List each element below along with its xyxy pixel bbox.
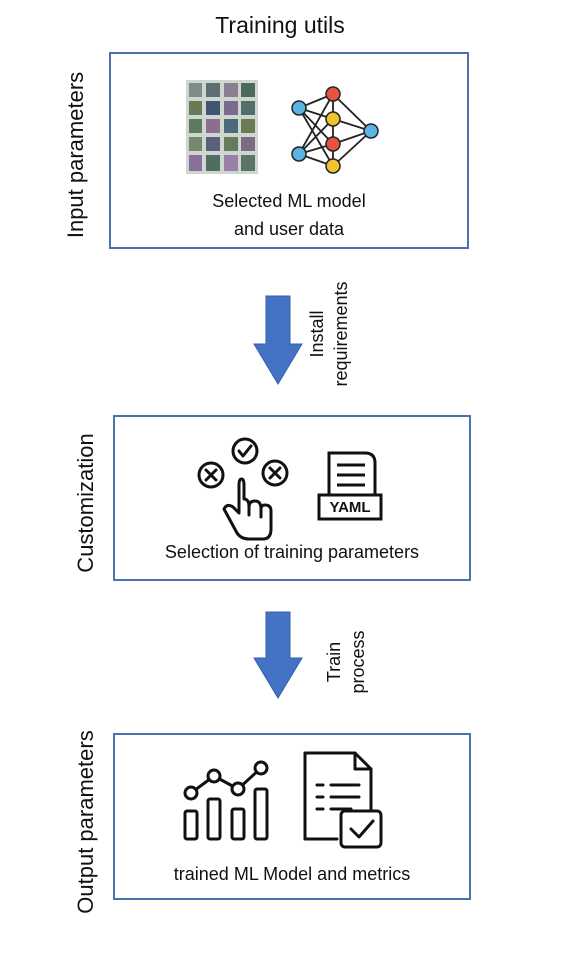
output-text: trained ML Model and metrics — [173, 864, 411, 884]
input-text-line2: and user data — [233, 219, 345, 239]
input-parameters-label: Input parameters — [63, 71, 88, 239]
customization-box: YAML Selection of training parameters — [113, 415, 471, 581]
input-box: Selected ML model and user data — [109, 52, 469, 249]
train-process-label: Train process — [324, 630, 368, 694]
image-grid-icon — [186, 80, 258, 174]
yaml-file-icon — [317, 451, 383, 521]
yaml-label: YAML — [329, 499, 371, 516]
install-requirements-label: Install requirements — [307, 281, 351, 387]
bar-line-chart-icon — [183, 760, 269, 841]
neural-network-icon — [291, 86, 379, 174]
output-box: trained ML Model and metrics — [113, 733, 471, 900]
input-text-line1: Selected ML model — [212, 191, 366, 211]
selection-hand-icon — [197, 437, 289, 541]
down-arrow-2 — [253, 611, 303, 699]
customization-text: Selection of training parameters — [164, 542, 420, 562]
diagram-title: Training utils — [215, 12, 345, 38]
report-check-icon — [303, 751, 383, 849]
customization-label: Customization — [73, 433, 98, 573]
output-parameters-label: Output parameters — [73, 730, 98, 914]
down-arrow-1 — [253, 295, 303, 385]
